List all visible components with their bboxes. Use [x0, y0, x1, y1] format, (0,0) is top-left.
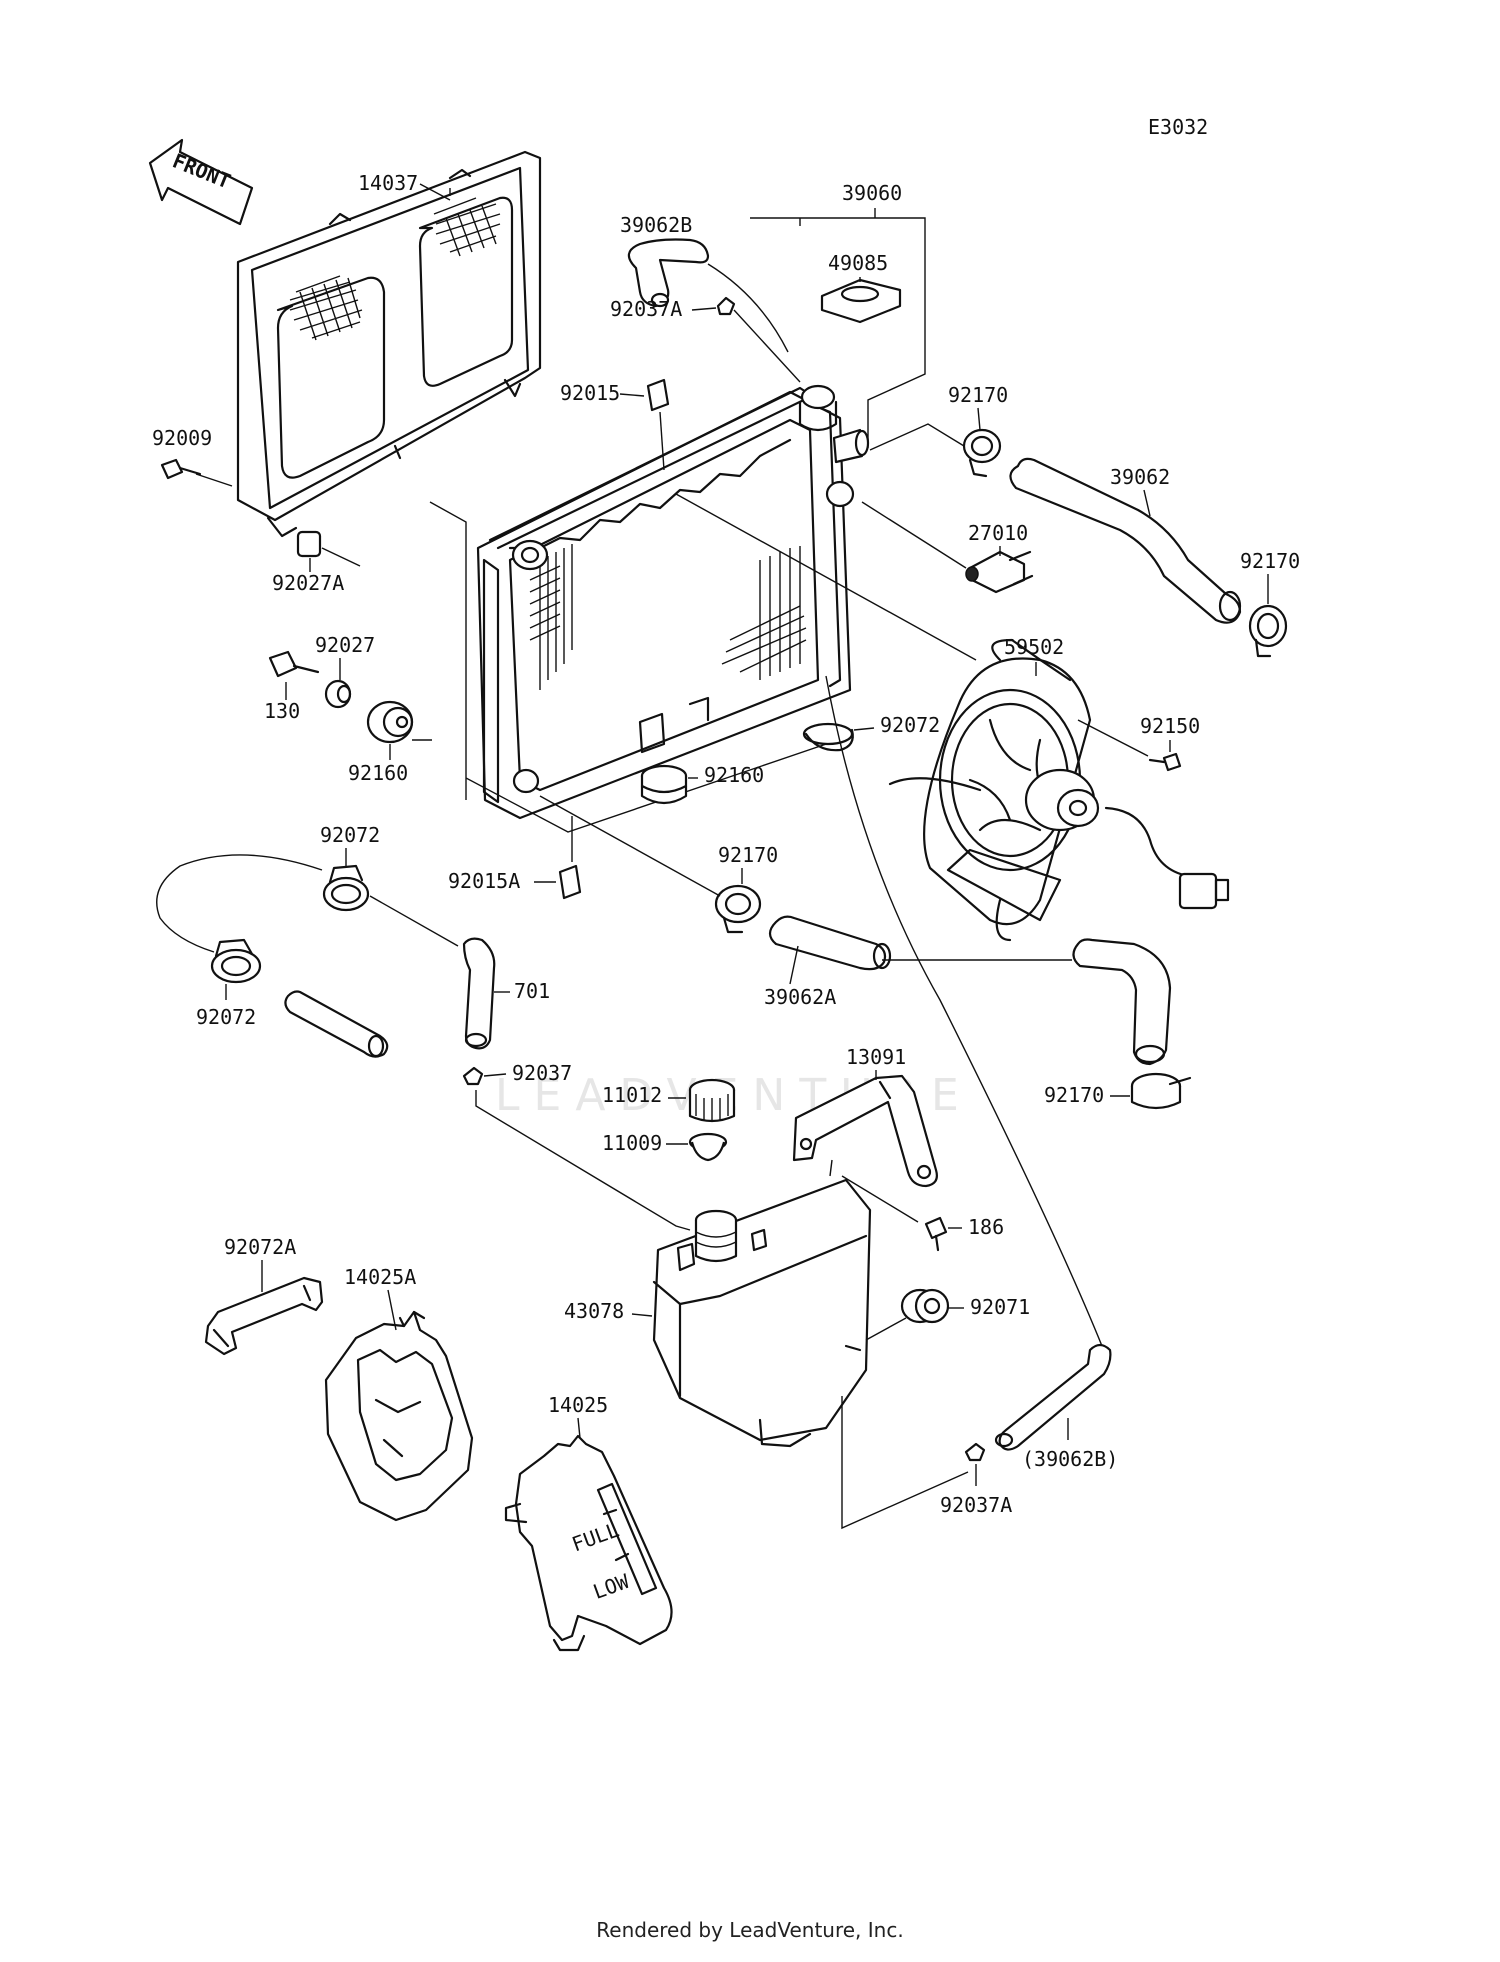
callout-92072-left-bot: 92072	[196, 1005, 256, 1029]
callout-39062A: 39062A	[764, 985, 836, 1009]
collar-92027A	[296, 530, 322, 558]
callout-92015A: 92015A	[448, 869, 520, 893]
collar-92027	[324, 679, 352, 709]
callout-92071: 92071	[970, 1295, 1030, 1319]
callout-130: 130	[264, 699, 300, 723]
bracket-13091	[792, 1074, 938, 1188]
callout-92072-left-top: 92072	[320, 823, 380, 847]
cooling-fan-59502	[888, 638, 1230, 942]
hose-clamp-92170-c	[714, 884, 762, 934]
hose-39062	[1009, 457, 1242, 624]
callout-92015: 92015	[560, 381, 620, 405]
callout-92170-b: 92170	[1240, 549, 1300, 573]
clip-92072A	[204, 1276, 324, 1356]
clip-92037	[462, 1066, 484, 1086]
callout-39062B-top: 39062B	[620, 213, 692, 237]
reservoir-tank-43078	[652, 1178, 872, 1448]
callout-186: 186	[968, 1215, 1004, 1239]
footer-credit: Rendered by LeadVenture, Inc.	[596, 1918, 904, 1942]
radiator-assembly-39060	[476, 217, 926, 820]
callout-92160-left: 92160	[348, 761, 408, 785]
grommet-92160-left	[366, 700, 414, 744]
hose-clamp-92170-d	[1130, 1072, 1192, 1110]
callout-27010: 27010	[968, 521, 1028, 545]
callout-92027: 92027	[315, 633, 375, 657]
grommet-92160-mid	[640, 764, 688, 805]
clip-92037A-top	[716, 296, 736, 316]
bolt-186	[924, 1216, 948, 1252]
callout-11012: 11012	[602, 1083, 662, 1107]
callout-92027A: 92027A	[272, 571, 344, 595]
callout-59502: 59502	[1004, 635, 1064, 659]
callout-92150: 92150	[1140, 714, 1200, 738]
callout-92072A: 92072A	[224, 1235, 296, 1259]
diagram-code: E3032	[1148, 115, 1208, 139]
hose-39062B-bottom	[994, 1343, 1112, 1451]
callout-39062B-bottom: (39062B)	[1022, 1447, 1118, 1471]
radiator-cap-49085	[820, 278, 902, 324]
hose-elbow-right	[1072, 938, 1172, 1066]
reservoir-cap-11012	[688, 1078, 736, 1123]
clip-92015	[646, 378, 670, 412]
breather-hose-left	[284, 990, 389, 1058]
callout-92170-c: 92170	[718, 843, 778, 867]
callout-14025: 14025	[548, 1393, 608, 1417]
hose-clamp-92072-left-top	[322, 864, 370, 912]
callout-13091: 13091	[846, 1045, 906, 1069]
hose-clamp-92170-b	[1248, 604, 1288, 658]
callout-92170-d: 92170	[1044, 1083, 1104, 1107]
radiator-screen-14037	[236, 150, 542, 538]
hose-39062A	[768, 915, 892, 971]
grommet-92071	[900, 1288, 950, 1324]
callout-92037A-top: 92037A	[610, 297, 682, 321]
callout-92009: 92009	[152, 426, 212, 450]
cover-14025: FULL LOW	[504, 1434, 673, 1652]
bolt-130	[268, 650, 320, 678]
callout-92072-mid: 92072	[880, 713, 940, 737]
fan-switch-27010	[965, 550, 1034, 594]
callout-49085: 49085	[828, 251, 888, 275]
callout-92170-a: 92170	[948, 383, 1008, 407]
callout-701: 701	[514, 979, 550, 1003]
callout-14037: 14037	[358, 171, 418, 195]
callout-92037: 92037	[512, 1061, 572, 1085]
cover-14025A	[324, 1310, 474, 1522]
callout-11009: 11009	[602, 1131, 662, 1155]
clip-92015A	[558, 864, 582, 900]
cap-seal-11009	[688, 1132, 728, 1162]
clip-92037A-bottom	[964, 1442, 986, 1462]
hose-clamp-92072-left-bot	[210, 938, 262, 984]
front-arrow-icon: FRONT	[148, 138, 254, 226]
callout-92160-mid: 92160	[704, 763, 764, 787]
bolt-92150	[1148, 752, 1182, 772]
callout-39062: 39062	[1110, 465, 1170, 489]
hose-39062B-top	[627, 238, 710, 308]
hose-clamp-92170-a	[962, 428, 1002, 478]
clip-92072-mid	[802, 722, 854, 752]
hose-701	[462, 937, 496, 1050]
callout-43078: 43078	[564, 1299, 624, 1323]
bolt-92009	[160, 458, 202, 480]
callout-39060: 39060	[842, 181, 902, 205]
callout-14025A: 14025A	[344, 1265, 416, 1289]
callout-92037A-bottom: 92037A	[940, 1493, 1012, 1517]
